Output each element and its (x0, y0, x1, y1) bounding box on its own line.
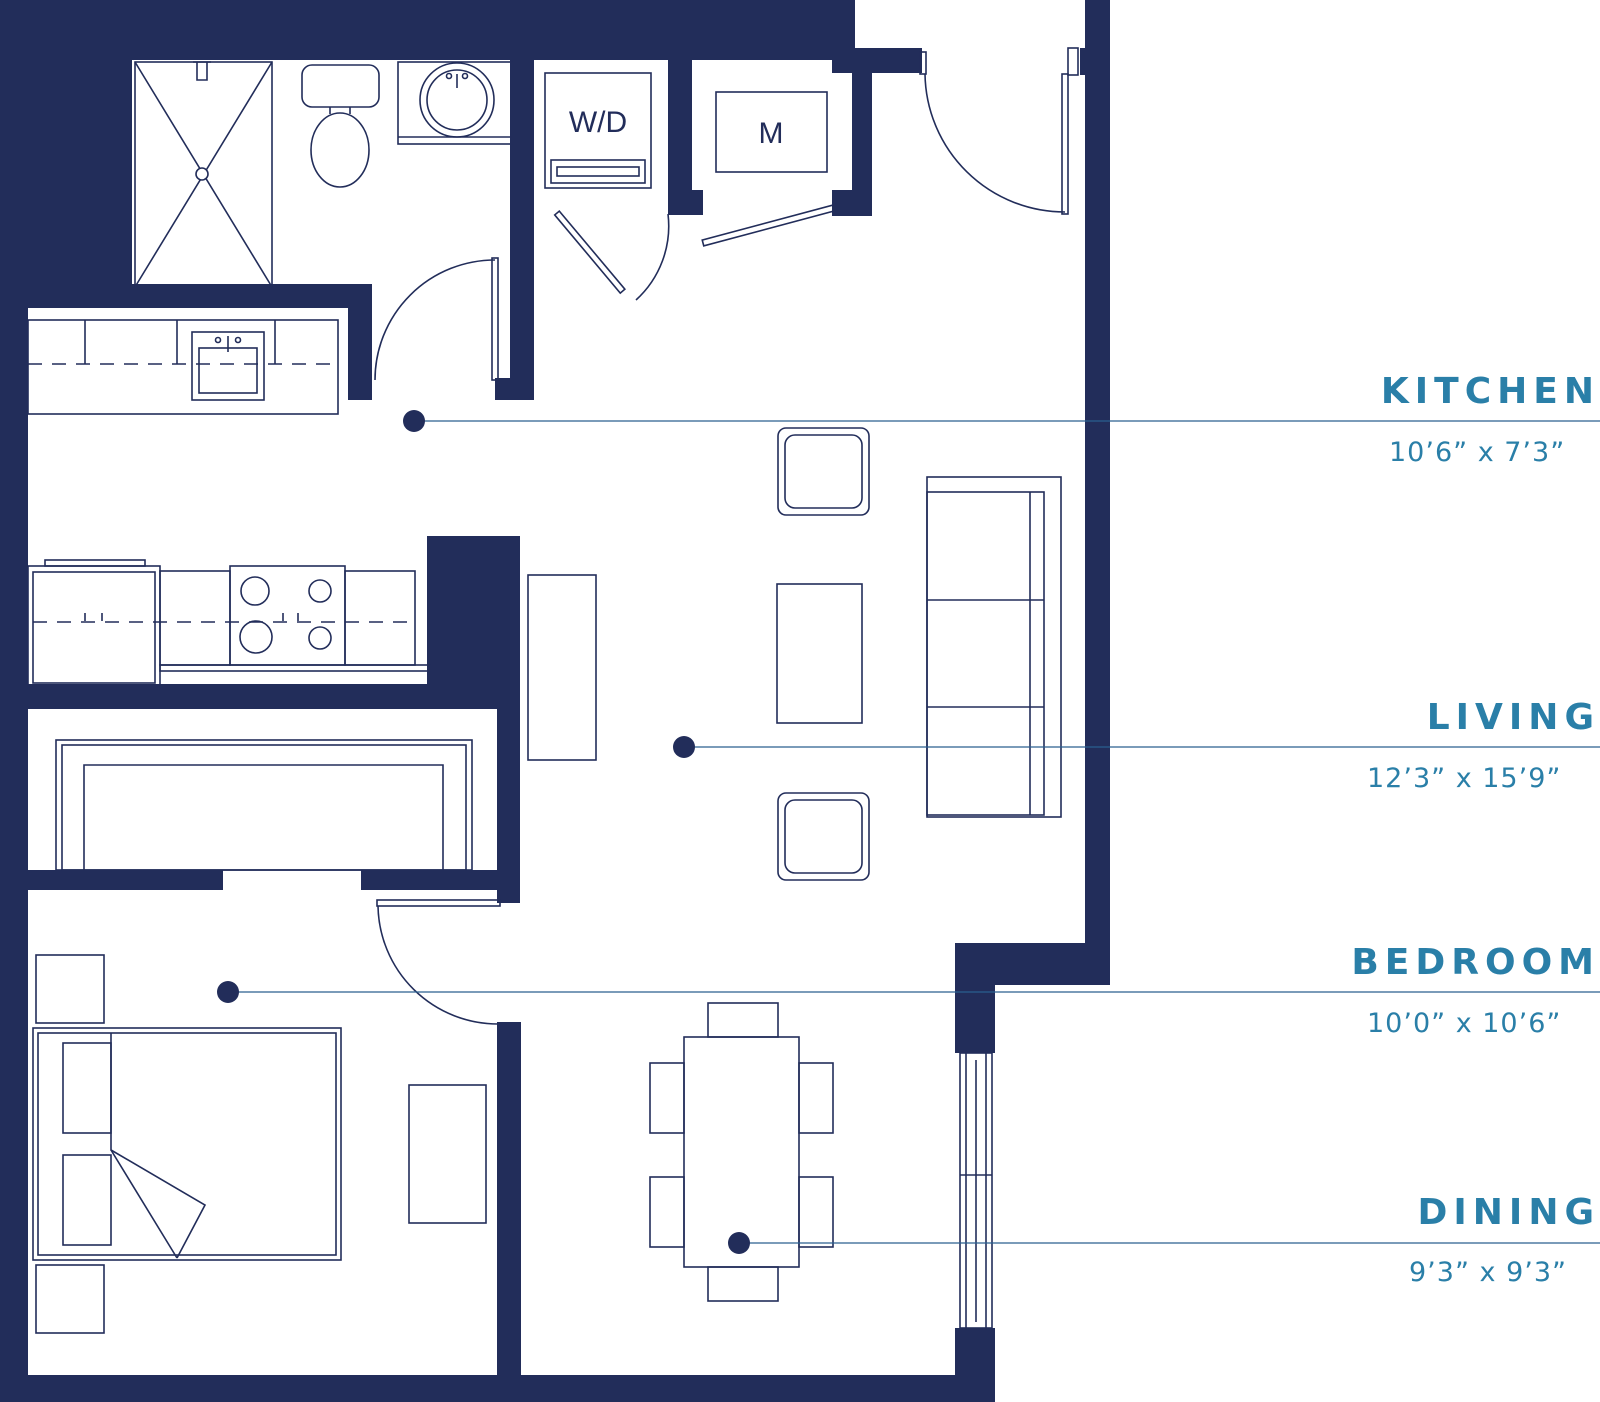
kitchen-counter-upper (27, 319, 339, 415)
bedroom-label: BEDROOM (1351, 942, 1600, 983)
living-marker (673, 736, 695, 758)
living-dimensions: 12’3” x 15’9” (1367, 763, 1562, 794)
dresser (408, 1084, 487, 1224)
entry-door-icon (919, 47, 1079, 215)
mechanical-label: M (759, 117, 784, 150)
dining-furniture (649, 1002, 834, 1302)
dining-chair-left-2 (649, 1176, 685, 1248)
cooktop-icon (229, 565, 346, 666)
dining-chair-right-2 (798, 1176, 834, 1248)
living-label: LIVING (1426, 697, 1600, 738)
bathroom-fixtures (134, 61, 513, 381)
kitchen-fixtures (27, 319, 431, 689)
toilet-icon (301, 64, 380, 188)
bathroom-door-icon (374, 257, 499, 381)
mechanical-unit-icon: M (715, 91, 828, 173)
dining-marker (728, 1232, 750, 1254)
dining-chair-top (707, 1002, 779, 1038)
shower-icon (134, 61, 273, 288)
sofa-icon (926, 476, 1062, 818)
closet-door-icon (553, 209, 670, 301)
kitchen-counter-lower (27, 559, 431, 689)
dining-chair-left-1 (649, 1062, 685, 1134)
kitchen-sink-icon (191, 331, 265, 401)
bedroom-marker (217, 981, 239, 1003)
dining-label: DINING (1417, 1192, 1600, 1233)
armchair-bottom-icon (777, 792, 870, 881)
coffee-table (776, 583, 863, 724)
kitchen-label: KITCHEN (1380, 371, 1600, 412)
dining-chair-bottom (707, 1266, 779, 1302)
closet-icon (55, 739, 473, 871)
bedroom-dimensions: 10’0” x 10’6” (1367, 1008, 1562, 1039)
nightstand-top (35, 954, 105, 1024)
bedroom-fixtures (32, 739, 501, 1334)
kitchen-dimensions: 10’6” x 7’3” (1389, 437, 1566, 468)
living-furniture (527, 427, 1062, 881)
nightstand-bottom (35, 1264, 105, 1334)
bedroom-door-icon (376, 899, 501, 1025)
tv-console (527, 574, 597, 761)
washer-dryer-label: W/D (569, 106, 627, 139)
washer-dryer-icon: W/D (544, 72, 652, 189)
walls (0, 0, 1110, 1402)
armchair-top-icon (777, 427, 870, 516)
leader-lines (217, 410, 1600, 1254)
vanity-sink-icon (397, 61, 513, 145)
bed-icon (32, 1027, 342, 1261)
dining-chair-right-1 (798, 1062, 834, 1134)
mechanical-door-icon (701, 203, 839, 247)
dining-dimensions: 9’3” x 9’3” (1409, 1257, 1567, 1288)
laundry-mechanical: W/D M (544, 72, 839, 301)
sliding-window-icon (959, 1052, 993, 1329)
kitchen-marker (403, 410, 425, 432)
